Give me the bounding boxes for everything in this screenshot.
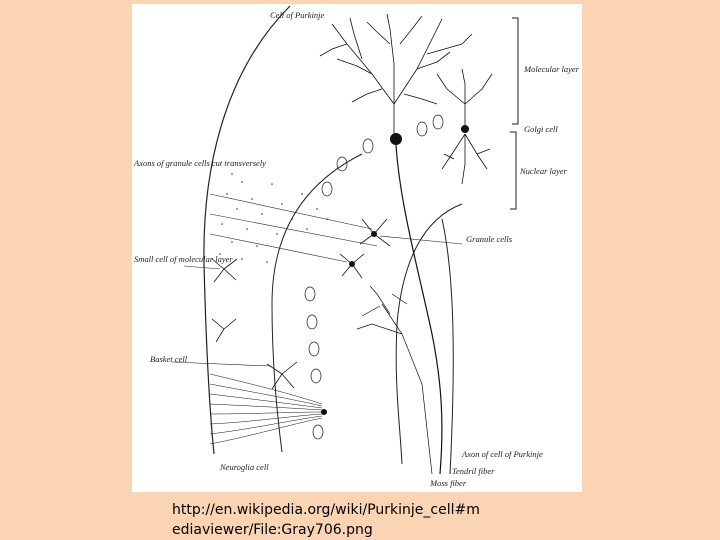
cell-column bbox=[304, 114, 444, 440]
label-golgi-cell: Golgi cell bbox=[524, 124, 558, 134]
source-caption: http://en.wikipedia.org/wiki/Purkinje_ce… bbox=[172, 500, 552, 540]
small-molecular-cell bbox=[211, 258, 238, 343]
label-moss-fiber: Moss fiber bbox=[429, 478, 467, 488]
label-tendril-fiber: Tendril fiber bbox=[452, 466, 495, 476]
basket-cell bbox=[266, 361, 298, 390]
granule-cell-cluster bbox=[339, 218, 391, 279]
granule-cell-body bbox=[349, 261, 355, 267]
nuclear-layer-bracket bbox=[510, 131, 517, 210]
label-axon-of-purkinje: Axon of cell of Purkinje bbox=[461, 449, 543, 459]
caption-line-1: http://en.wikipedia.org/wiki/Purkinje_ce… bbox=[172, 502, 480, 518]
purkinje-cell-body bbox=[390, 133, 402, 145]
neuroglia-fibers bbox=[209, 373, 323, 445]
granule-cell-body bbox=[371, 231, 377, 237]
label-axons-of-granule-cells: Axons of granule cells cut transversely bbox=[133, 158, 266, 168]
label-basket-cell: Basket cell bbox=[150, 354, 188, 364]
golgi-cell-tree bbox=[436, 68, 493, 185]
molecular-boundary-line bbox=[271, 153, 363, 453]
label-cell-of-purkinje: Cell of Purkinje bbox=[270, 10, 325, 20]
cerebellum-illustration: Cell of Purkinje Molecular layer Golgi c… bbox=[133, 5, 580, 488]
neuroglia-cell-body bbox=[321, 409, 327, 415]
cerebellum-cortex-figure: Cell of Purkinje Molecular layer Golgi c… bbox=[132, 4, 582, 492]
label-nuclear-layer: Nuclear layer bbox=[519, 166, 568, 176]
label-pointers bbox=[171, 235, 463, 367]
granule-axons-dots bbox=[219, 173, 328, 263]
purkinje-axon bbox=[395, 144, 443, 475]
label-small-cell: Small cell of molecular layer bbox=[134, 254, 233, 264]
caption-line-2: ediaviewer/File:Gray706.png bbox=[172, 522, 373, 538]
nuclear-boundary-line bbox=[395, 203, 463, 465]
outer-surface-line bbox=[203, 5, 291, 455]
molecular-layer-bracket bbox=[512, 17, 519, 125]
label-molecular-layer: Molecular layer bbox=[523, 64, 580, 74]
label-granule-cells: Granule cells bbox=[466, 234, 513, 244]
purkinje-dendrite-tree bbox=[319, 13, 473, 136]
label-neuroglia-cell: Neuroglia cell bbox=[219, 462, 269, 472]
granule-parallel-fibers bbox=[209, 193, 378, 263]
moss-fiber-branches bbox=[356, 285, 433, 475]
golgi-cell-body bbox=[461, 125, 469, 133]
white-matter-line bbox=[441, 218, 454, 475]
